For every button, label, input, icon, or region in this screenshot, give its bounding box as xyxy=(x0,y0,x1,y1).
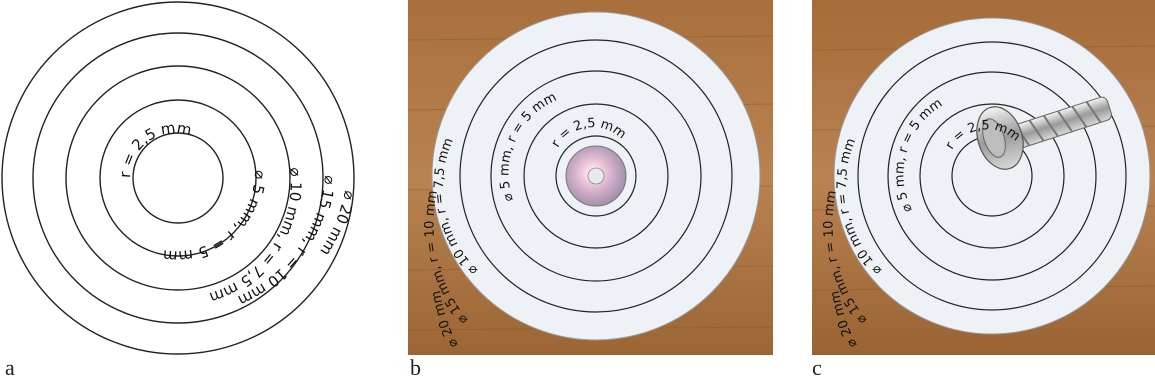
ring-4 xyxy=(32,32,324,324)
ring-3 xyxy=(887,71,1097,281)
ring-2 xyxy=(919,103,1065,249)
screw xyxy=(976,96,1112,170)
ring-5 xyxy=(1,1,355,355)
panel-c-photo: r = 2,5 mm ⌀ 5 mm, r = 5 mm ⌀ 10 mm, r =… xyxy=(812,0,1155,385)
panel-letter-c: c xyxy=(812,355,822,380)
ring-4 xyxy=(857,41,1127,311)
ring-1 xyxy=(132,132,224,224)
photo-rings-with-bead: r = 2,5 mm ⌀ 5 mm, r = 5 mm ⌀ 10 mm, r =… xyxy=(408,0,773,355)
concentric-rings-diagram: r = 2,5 mm ⌀ 5 mm, r = 5 mm ⌀ 10 mm, r =… xyxy=(1,1,359,355)
panel-a-diagram: r = 2,5 mm ⌀ 5 mm, r = 5 mm ⌀ 10 mm, r =… xyxy=(0,0,360,385)
ring-2 xyxy=(523,103,669,249)
panel-b-photo: r = 2,5 mm ⌀ 5 mm, r = 5 mm ⌀ 10 mm, r =… xyxy=(408,0,773,385)
ring-3 xyxy=(490,70,702,282)
ring-4 xyxy=(459,39,733,313)
photo-rings-with-screw: r = 2,5 mm ⌀ 5 mm, r = 5 mm ⌀ 10 mm, r =… xyxy=(812,0,1155,355)
ring-1 xyxy=(555,135,637,217)
panel-letter-a: a xyxy=(5,355,15,380)
paper-disc xyxy=(833,17,1151,335)
ring-label-2: ⌀ 5 mm, r = 5 mm xyxy=(162,170,269,266)
ring-2 xyxy=(99,99,257,257)
ring-3 xyxy=(65,65,291,291)
panel-letter-b: b xyxy=(410,355,421,380)
ring-label-1: r = 2,5 mm xyxy=(116,119,193,179)
